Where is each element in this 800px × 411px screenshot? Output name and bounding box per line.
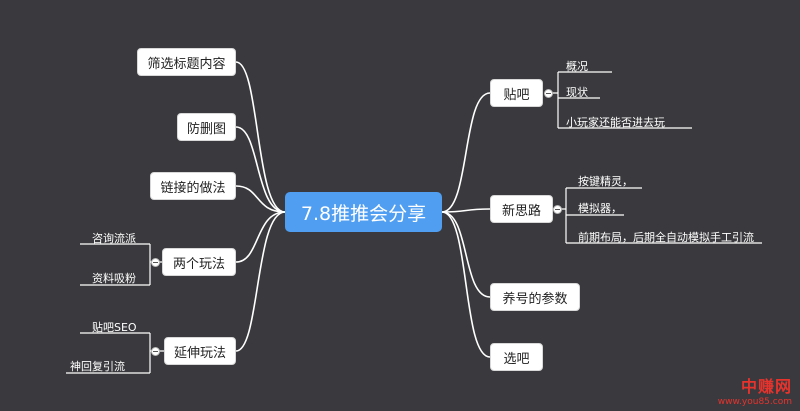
link-center-yanshen [235,211,286,352]
branch-yanshen[interactable]: 延伸玩法 [164,337,236,365]
branch-lianjie[interactable]: 链接的做法 [150,172,236,200]
leaf-xianzhuang: 现状 [566,86,588,99]
watermark-url: www.you85.com [717,397,792,407]
collapse-toggle-icon[interactable] [553,205,562,214]
link-center-liangge [235,211,286,263]
leaf-shenhuifu: 神回复引流 [70,360,125,373]
watermark-name: 中赚网 [740,377,792,396]
link-center-shaixuan [235,61,286,213]
link-center-xinsilu [441,208,491,213]
center-topic[interactable]: 7.8推推会分享 [285,192,442,232]
collapse-toggle-icon[interactable] [151,347,160,356]
link-center-xuanba [441,211,491,358]
branch-xinsilu[interactable]: 新思路 [490,195,553,223]
branch-tieba[interactable]: 贴吧 [490,79,543,107]
branch-liangge[interactable]: 两个玩法 [162,248,236,276]
branch-shaixuan[interactable]: 筛选标题内容 [137,48,236,76]
leaf-gaikuang: 概况 [566,60,588,73]
collapse-toggle-icon[interactable] [544,89,553,98]
leaf-ziliao: 资料吸粉 [92,272,136,285]
watermark-logo: 中赚网 www.you85.com [718,373,792,407]
leaf-qianqi: 前期布局，后期全自动模拟手工引流 [578,231,754,244]
leaf-xiaowanjia: 小玩家还能否进去玩 [566,116,665,129]
leaf-anjian: 按键精灵， [578,175,633,188]
branch-fangshan[interactable]: 防删图 [177,113,236,141]
branch-yanghao[interactable]: 养号的参数 [490,283,580,311]
link-center-tieba [441,92,491,213]
leaf-moniqi: 模拟器， [578,202,622,215]
leaf-zixun: 咨询流派 [92,232,136,245]
link-center-lianjie [235,185,286,213]
leaf-tiebaseo: 贴吧SEO [92,321,137,334]
link-center-fangshan [235,126,286,213]
link-center-yanghao [441,211,491,298]
collapse-toggle-icon[interactable] [151,258,160,267]
branch-xuanba[interactable]: 选吧 [490,343,543,371]
